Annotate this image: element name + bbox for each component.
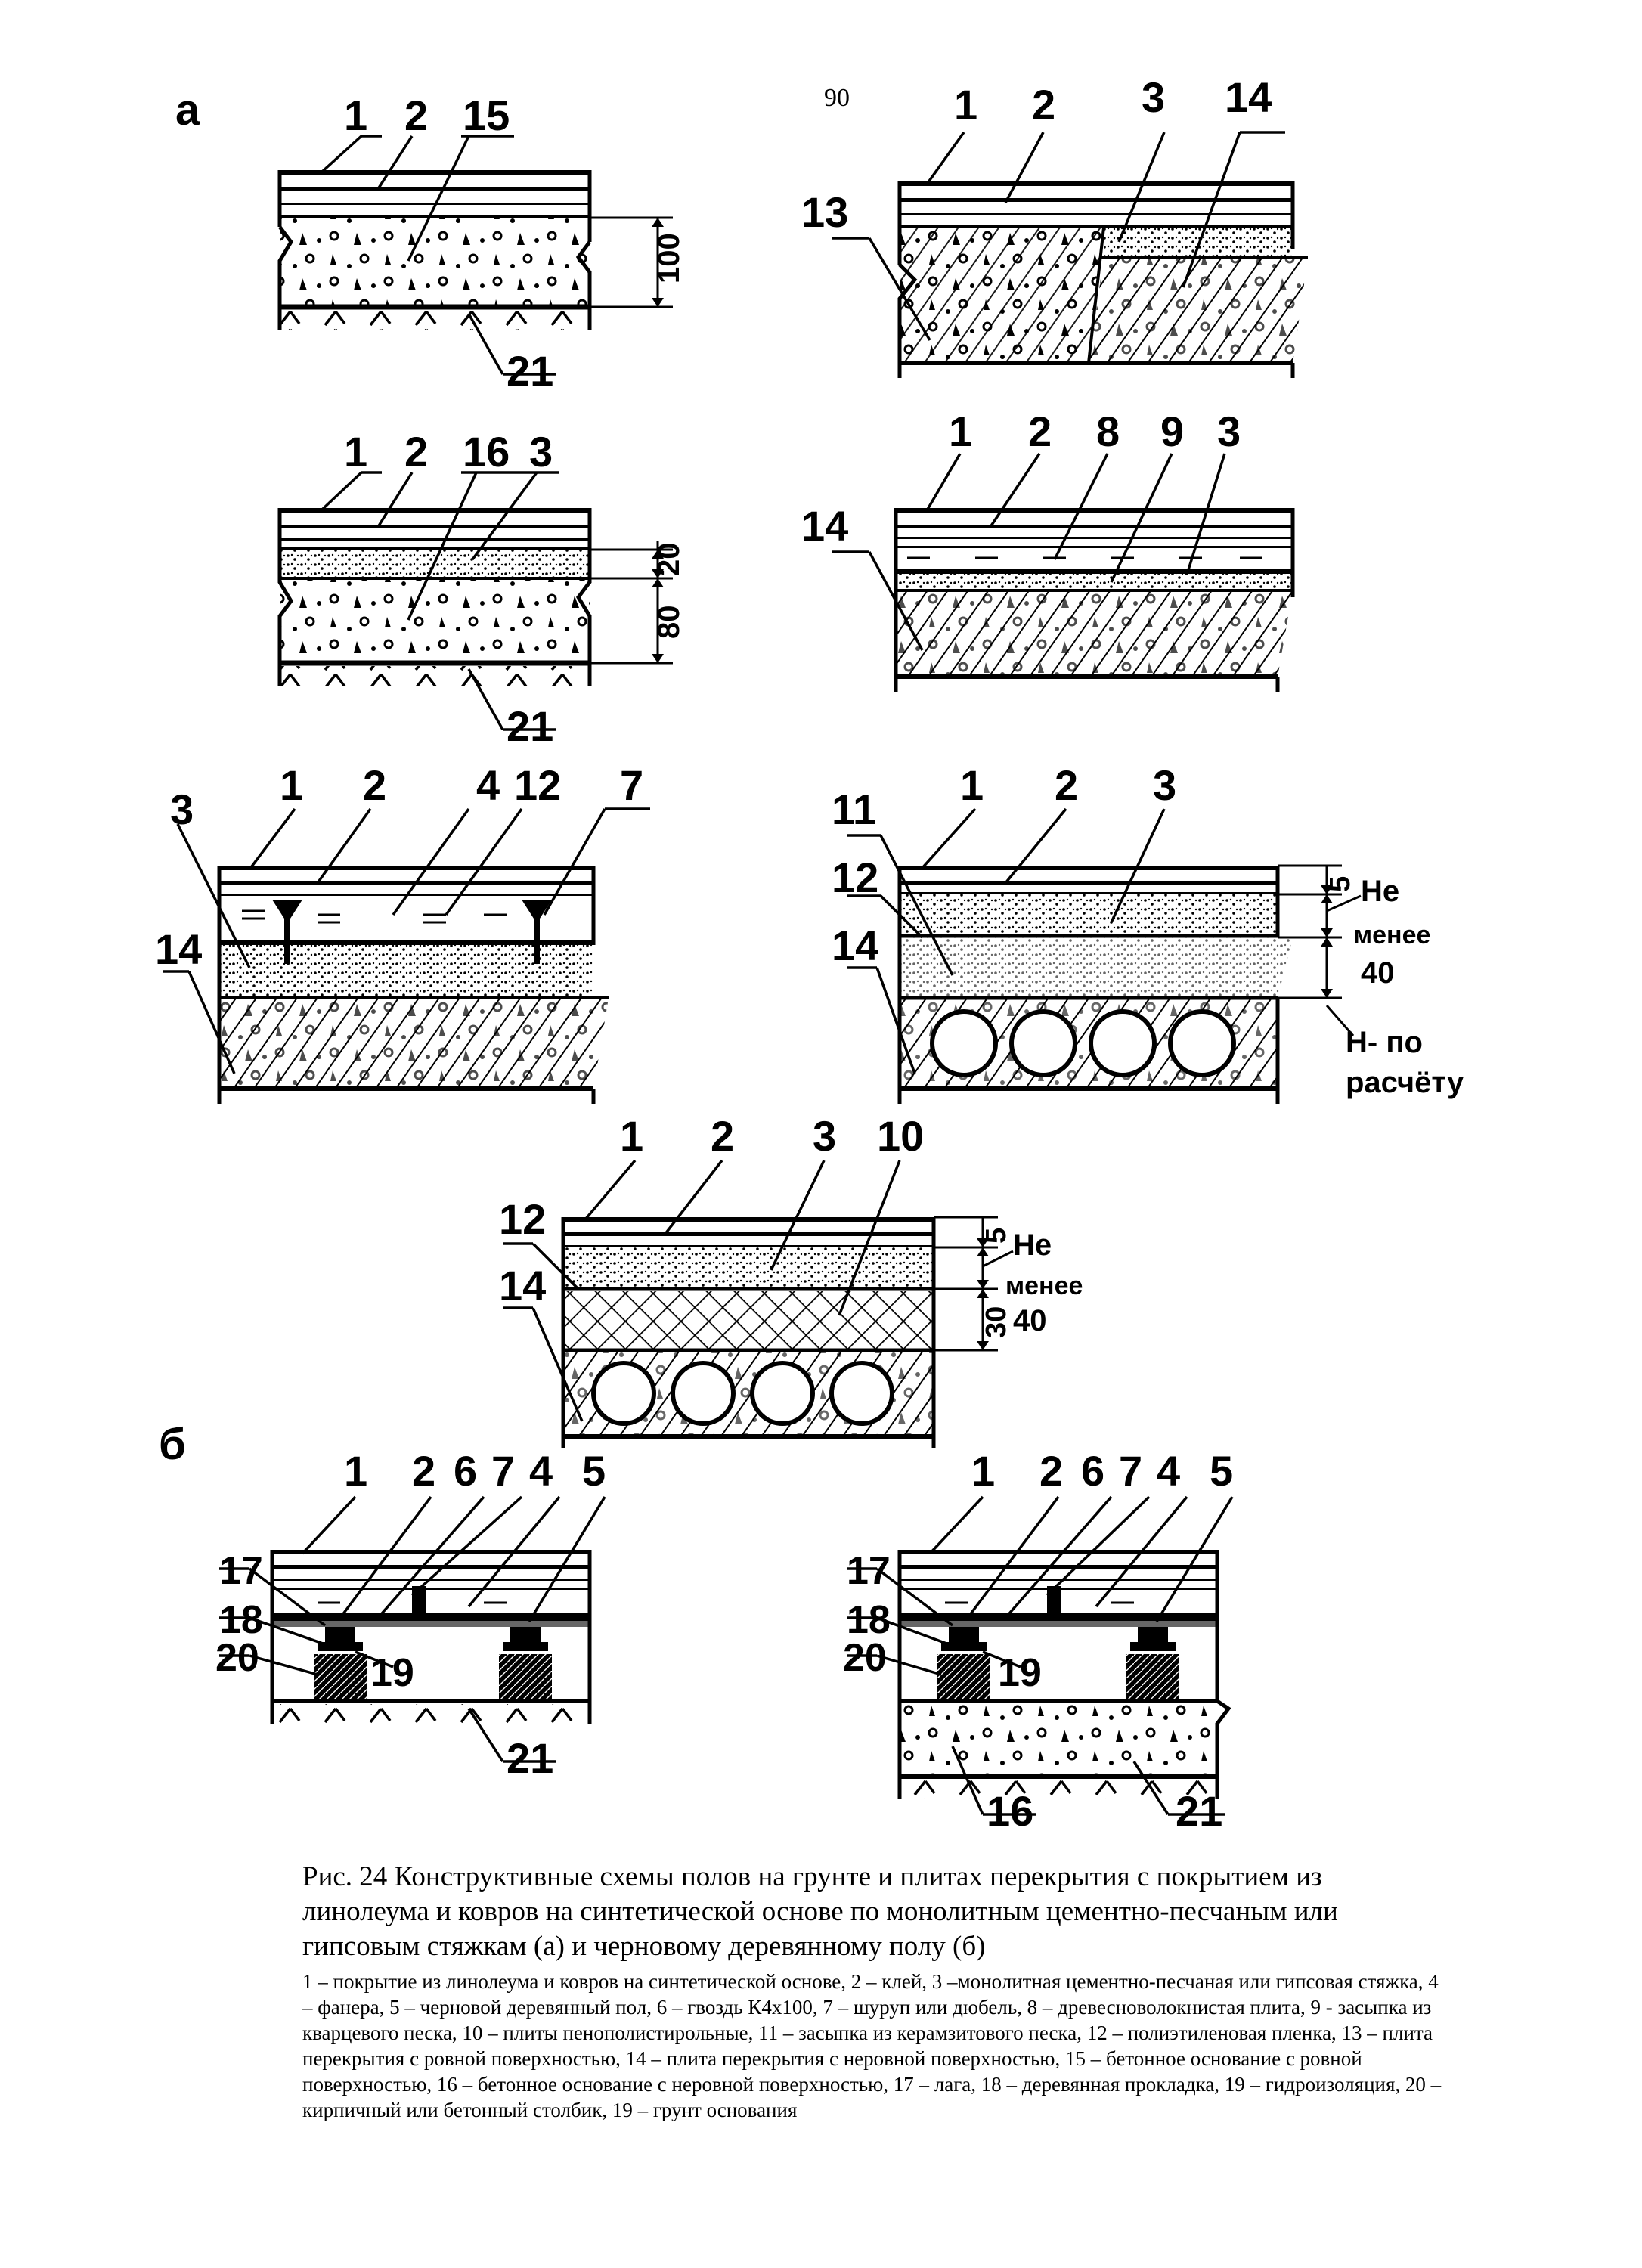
d7-label-1: 1: [620, 1112, 643, 1160]
d5-label-1: 1: [280, 761, 303, 809]
diagram-5-plywood-on-screed: 1 2 4 12 7 3 14: [155, 761, 650, 1104]
d8-label-7: 7: [491, 1447, 515, 1495]
d3-label-3: 3: [529, 428, 553, 476]
d5-label-7: 7: [620, 761, 643, 809]
d7-label-2: 2: [711, 1112, 734, 1160]
d5-label-14: 14: [155, 925, 202, 973]
page-number: 90: [824, 84, 850, 112]
caption-legend: 1 – покрытие из линолеума и ковров на си…: [302, 1970, 1442, 2121]
d8-label-21: 21: [507, 1734, 553, 1782]
caption-title: Рис. 24 Конструктивные схемы полов на гр…: [302, 1861, 1338, 1962]
d2-label-13: 13: [801, 188, 848, 236]
d6-label-12: 12: [832, 854, 878, 901]
d9-label-18: 18: [847, 1598, 891, 1642]
d6-label-2: 2: [1055, 761, 1078, 809]
d8-label-20: 20: [215, 1636, 259, 1680]
d9-label-7: 7: [1119, 1447, 1142, 1495]
d8-label-18: 18: [219, 1598, 263, 1642]
d7-dimension-30: 30: [981, 1306, 1012, 1338]
d5-label-2: 2: [363, 761, 386, 809]
diagram-3-screed-on-ground: 20 80 1 2 16 3 21: [277, 428, 686, 750]
d5-label-12: 12: [514, 761, 561, 809]
diagram-7-hollow-slab-eps: 5 30 Не менее 40 1 2 3 10 12 14: [499, 1112, 1083, 1448]
d8-label-2: 2: [412, 1447, 435, 1495]
d8-label-6: 6: [454, 1447, 477, 1495]
d7-label-14: 14: [499, 1262, 546, 1309]
d4-label-2: 2: [1028, 407, 1052, 455]
d3-label-16: 16: [463, 428, 510, 476]
d9-label-20: 20: [843, 1636, 887, 1680]
diagram-6-hollow-slab-clay: 5 Не менее 40 Н- по расчёту 1 2 3 11 12 …: [832, 761, 1464, 1104]
d6-label-1: 1: [960, 761, 984, 809]
d8-label-4: 4: [529, 1447, 553, 1495]
d9-label-2: 2: [1039, 1447, 1063, 1495]
d7-label-12: 12: [499, 1195, 546, 1243]
d8-label-5: 5: [582, 1447, 606, 1495]
d9-label-1: 1: [971, 1447, 995, 1495]
d7-label-3: 3: [813, 1112, 836, 1160]
d1-label-15: 15: [463, 91, 510, 139]
diagram-1-floor-on-ground: 100 1 2 15 21: [277, 91, 686, 395]
d1-label-1: 1: [344, 91, 367, 139]
d4-label-14: 14: [801, 502, 848, 550]
group-label-b: б: [159, 1420, 186, 1469]
d6-note-calc: расчёту: [1346, 1066, 1464, 1099]
d3-dimension-20: 20: [652, 543, 686, 577]
d6-label-14: 14: [832, 922, 878, 969]
d9-label-5: 5: [1210, 1447, 1233, 1495]
d1-dimension: 100: [652, 233, 686, 284]
diagram-2-even-slab: 1 2 3 14 13: [801, 73, 1308, 378]
d8-label-19: 19: [370, 1651, 414, 1695]
d7-dimension-5: 5: [981, 1228, 1012, 1244]
d8-label-17: 17: [219, 1549, 263, 1593]
d9-label-17: 17: [847, 1549, 891, 1593]
d4-label-1: 1: [949, 407, 972, 455]
diagram-4-fibreboard-on-sand: 1 2 8 9 3 14: [801, 407, 1295, 692]
d7-note-not: Не: [1013, 1228, 1052, 1262]
d4-label-9: 9: [1160, 407, 1184, 455]
d1-label-21: 21: [507, 347, 553, 395]
d6-dimension-5: 5: [1324, 876, 1356, 892]
d2-label-1: 1: [954, 81, 977, 129]
d6-note-less: менее: [1353, 921, 1430, 950]
d2-label-3: 3: [1142, 73, 1165, 121]
d3-label-1: 1: [344, 428, 367, 476]
d3-label-21: 21: [507, 702, 553, 750]
d3-label-2: 2: [404, 428, 428, 476]
d9-label-16: 16: [987, 1787, 1033, 1835]
d4-label-3: 3: [1217, 407, 1241, 455]
d7-note-less: менее: [1005, 1272, 1083, 1300]
d7-label-10: 10: [877, 1112, 924, 1160]
figure-caption: Рис. 24 Конструктивные схемы полов на гр…: [212, 1860, 1451, 2123]
d8-label-1: 1: [344, 1447, 367, 1495]
diagram-9-joists-on-concrete: 1 2 6 7 4 5 17 18 19 20 16 21: [843, 1447, 1234, 1835]
d9-label-21: 21: [1176, 1787, 1222, 1835]
d1-label-2: 2: [404, 91, 428, 139]
group-label-a: а: [175, 85, 200, 135]
d6-label-11: 11: [832, 785, 876, 833]
d2-label-2: 2: [1032, 81, 1055, 129]
d9-label-19: 19: [998, 1651, 1042, 1695]
d6-note-not: Не: [1361, 875, 1399, 908]
d5-label-3: 3: [170, 785, 194, 833]
d4-label-8: 8: [1096, 407, 1120, 455]
d6-note-h: Н- по: [1346, 1026, 1423, 1059]
d9-label-4: 4: [1157, 1447, 1180, 1495]
d5-label-4: 4: [476, 761, 500, 809]
d2-label-14: 14: [1225, 73, 1272, 121]
d9-label-6: 6: [1081, 1447, 1104, 1495]
diagram-8-joists-on-ground: 1 2 6 7 4 5 17 18 19 20 21: [215, 1447, 606, 1782]
d7-note-40: 40: [1013, 1304, 1047, 1337]
d6-label-3: 3: [1153, 761, 1176, 809]
d6-note-40: 40: [1361, 956, 1395, 990]
d3-dimension-80: 80: [652, 606, 686, 640]
